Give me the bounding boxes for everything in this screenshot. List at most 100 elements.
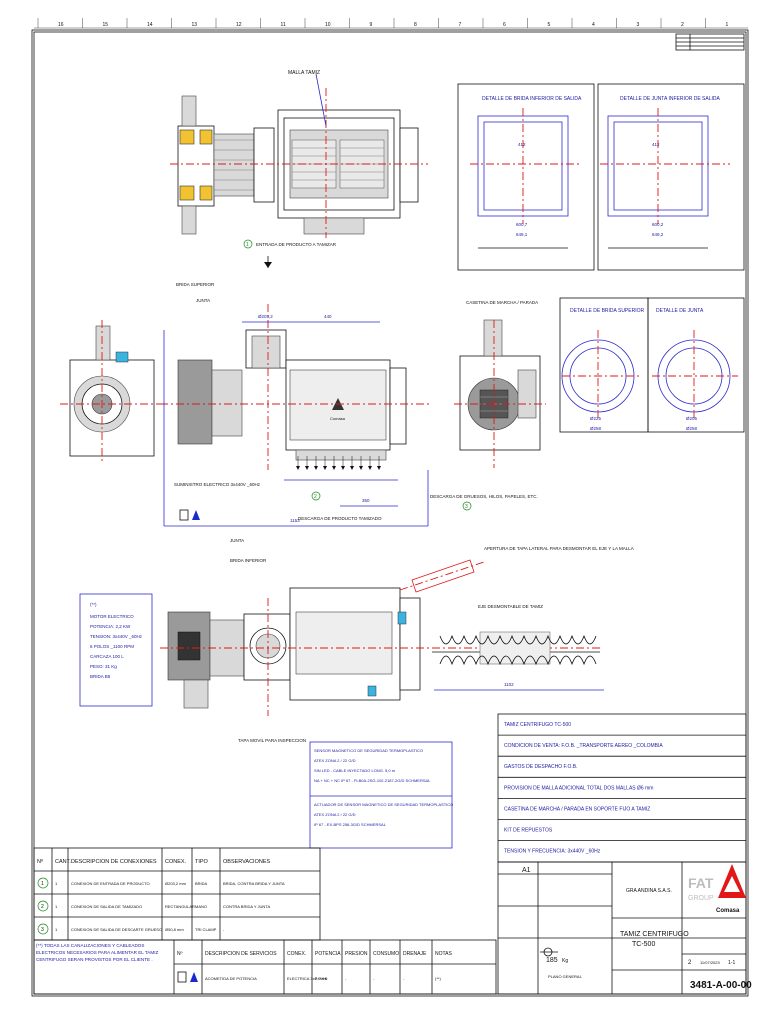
- label-suministro: SUMINISTRO ELECTRICO 3x440V _60Hz: [174, 482, 261, 487]
- svg-text:350: 350: [362, 498, 370, 503]
- actuator-line: ATEX ZONA 2 / 22 G/D: [314, 812, 356, 817]
- sensor-line: SENSOR MAGNETICO DE SEGURIDAD TERMOPLAST…: [314, 748, 423, 753]
- front-view: Comasa 1153 Ø203,2 440 350 1 2 3 ENTRADA…: [160, 239, 538, 563]
- svg-text:440: 440: [324, 314, 332, 319]
- serv-cell: -: [403, 976, 405, 981]
- conn-cell: Ø50,8 mm: [165, 927, 184, 932]
- serv-header: POTENCIA: [315, 951, 341, 957]
- conn-cell: MANO: [195, 904, 207, 909]
- conn-cell: 1: [55, 927, 58, 932]
- ruler-number: 5: [548, 22, 551, 28]
- serv-cell: ACOMETIDA DE POTENCIA: [205, 976, 257, 981]
- ruler-number: 16: [58, 22, 64, 28]
- drawing-model: TC-500: [632, 941, 655, 948]
- serv-cell: -: [373, 976, 375, 981]
- general-label: PLANO GENERAL: [548, 974, 583, 979]
- conn-cell: 1: [41, 881, 44, 887]
- motor-note-line: POTENCIA: 2,2 KW: [90, 624, 131, 629]
- conn-header: CANT.: [55, 859, 71, 865]
- svg-text:1102: 1102: [504, 682, 514, 687]
- svg-text:412: 412: [652, 142, 660, 147]
- motor-note-line: MOTOR ELECTRICO: [90, 614, 134, 619]
- conn-header: TIPO: [195, 859, 209, 865]
- spec-item: PROVISION DE MALLA ADICIONAL TOTAL DOS M…: [504, 785, 653, 791]
- label-entrada: ENTRADA DE PRODUCTO A TAMIZAR: [256, 242, 337, 247]
- label-malla-tamiz: MALLA TAMIZ: [288, 70, 320, 76]
- label-descarga-gruesos: DESCARGA DE GRUESOS, HILOS, PAPELES, ETC…: [430, 494, 538, 499]
- svg-text:DETALLE DE BRIDA INFERIOR DE S: DETALLE DE BRIDA INFERIOR DE SALIDA: [482, 96, 582, 102]
- top-view: MALLA TAMIZ: [170, 70, 428, 238]
- spec-item: TAMIZ CENTRIFUGO TC-500: [504, 722, 571, 728]
- detail-brida-inferior: DETALLE DE BRIDA INFERIOR DE SALIDA 600,…: [457, 83, 595, 271]
- conn-cell: 1: [55, 881, 58, 886]
- sheet: 1-1: [728, 960, 735, 966]
- svg-text:649,2: 649,2: [652, 232, 664, 237]
- serv-header: DRENAJE: [403, 951, 427, 957]
- serv-cell: (**): [435, 976, 441, 981]
- sensor-line: NA + NC + NC IP 67 - FLB0A-2SG-102-2187-…: [314, 778, 431, 783]
- end-view-left: [60, 320, 160, 464]
- sensor-line: ATEX ZONA 2 / 22 G/D: [314, 758, 356, 763]
- conn-cell: BRIDA: [195, 881, 208, 886]
- svg-text:Ø258: Ø258: [590, 426, 602, 431]
- detail-brida-superior: DETALLE DE BRIDA SUPERIOR Ø258 Ø225: [559, 297, 649, 433]
- serv-cell: -: [345, 976, 347, 981]
- svg-text:1153: 1153: [290, 518, 300, 523]
- label-botonera: CASETINA DE MARCHA / PARADA: [466, 300, 538, 305]
- ruler-number: 2: [681, 22, 684, 28]
- conn-header: CONEX.: [165, 859, 187, 865]
- motor-note-line: CARCAZA 100 L: [90, 654, 124, 659]
- svg-text:2: 2: [314, 494, 317, 500]
- detail-junta: DETALLE DE JUNTA Ø258 Ø205: [647, 297, 745, 433]
- ruler-number: 12: [236, 22, 242, 28]
- conn-cell: Ø203,2 mm: [165, 881, 187, 886]
- services-table: (**) TODAS LAS CANALIZACIONES Y CABLEADO…: [33, 939, 497, 995]
- end-view-right: CASETINA DE MARCHA / PARADA: [454, 300, 546, 468]
- conn-cell: 3: [41, 927, 44, 933]
- bottom-view: 1102 APERTURA DE TAPA LATERAL PARA DESMO…: [160, 546, 634, 743]
- conn-cell: CONEXION DE ENTRADA DE PRODUCTO: [71, 881, 150, 886]
- conn-cell: CONEXION DE SALIDA DE TAMIZADO: [71, 904, 142, 909]
- svg-text:GROUP: GROUP: [688, 895, 714, 902]
- weight-value: 185: [546, 957, 558, 964]
- svg-text:3: 3: [465, 504, 468, 510]
- actuator-line: ACTUADOR DE SENSOR MAGNETICO DE SEGURIDA…: [314, 802, 453, 807]
- svg-text:Ø203,2: Ø203,2: [258, 314, 273, 319]
- sensor-note: SENSOR MAGNETICO DE SEGURIDAD TERMOPLAST…: [309, 741, 453, 849]
- svg-text:DETALLE DE JUNTA INFERIOR DE S: DETALLE DE JUNTA INFERIOR DE SALIDA: [620, 96, 721, 102]
- serv-header: PRESION: [345, 951, 368, 957]
- conn-cell: BRIDA, CONTRA BRIDA Y JUNTA: [223, 881, 285, 886]
- svg-text:DETALLE DE JUNTA: DETALLE DE JUNTA: [656, 308, 704, 314]
- spec-item: GASTOS DE DESPACHO F.O.B.: [504, 764, 577, 770]
- svg-text:600,7: 600,7: [516, 222, 528, 227]
- svg-text:(**): (**): [90, 602, 97, 607]
- ruler-number: 15: [103, 22, 109, 28]
- conn-cell: TRI CLAMP: [195, 927, 217, 932]
- label-brida-inferior: BRIDA INFERIOR: [230, 558, 267, 563]
- serv-header: DESCRIPCION DE SERVICIOS: [205, 951, 277, 957]
- serv-header: Nº: [177, 951, 183, 957]
- ruler-number: 3: [637, 22, 640, 28]
- serv-cell: 2,2 Kw: [315, 976, 327, 981]
- motor-note-line: BRIDA B5: [90, 674, 111, 679]
- sheet-border: [31, 29, 749, 997]
- spec-item: CASETINA DE MARCHA / PARADA EN SOPORTE F…: [504, 806, 650, 812]
- label-junta: JUNTA: [196, 298, 210, 303]
- fat-logo: FAT: [688, 875, 714, 891]
- sheet-number: 2: [688, 960, 692, 966]
- ruler-number: 9: [370, 22, 373, 28]
- svg-text:Ø205: Ø205: [686, 416, 698, 421]
- conn-header: DESCRIPCION DE CONEXIONES: [71, 859, 157, 865]
- date: 11/07/2023: [700, 960, 720, 965]
- conn-cell: RECTANGULAR: [165, 904, 195, 909]
- label-eje: EJE DESMONTABLE DE TAMIZ: [478, 604, 543, 609]
- ruler-number: 6: [503, 22, 506, 28]
- motor-note-line: TENSION: 3x440V _60Hz: [90, 634, 143, 639]
- revision-box: [675, 33, 745, 51]
- svg-text:Kg: Kg: [562, 958, 568, 964]
- svg-text:412: 412: [518, 142, 526, 147]
- conn-cell: CONTRA BRIDA Y JUNTA: [223, 904, 270, 909]
- spec-item: CONDICION DE VENTA: F.O.B. _TRANSPORTE A…: [504, 743, 663, 749]
- svg-text:Ø225: Ø225: [590, 416, 602, 421]
